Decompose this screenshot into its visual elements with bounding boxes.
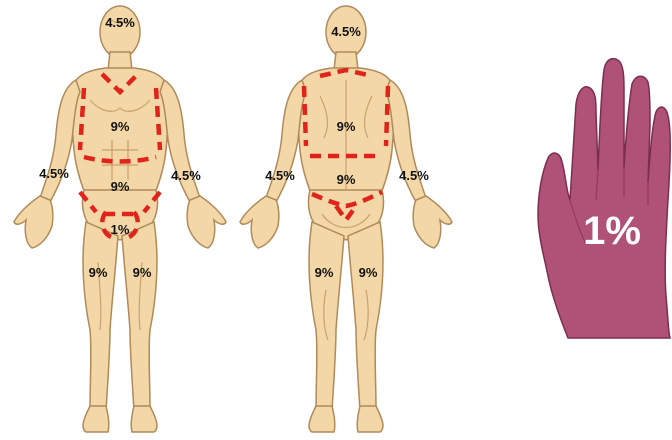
palm-hand-shape [538,59,670,338]
back-right-arm-label: 4.5% [399,168,429,183]
front-left-leg-label: 9% [89,265,108,280]
front-groin-label: 1% [111,222,130,237]
front-right-arm-label: 4.5% [171,168,201,183]
front-left-arm-label: 4.5% [39,166,69,181]
front-chest-label: 9% [111,119,130,134]
back-head-label: 4.5% [331,24,361,39]
back-body-figure: 4.5% 9% 9% 4.5% 4.5% 9% 9% [240,6,452,432]
back-upper-back-label: 9% [337,119,356,134]
front-body-silhouette [14,6,226,432]
front-right-leg-label: 9% [133,265,152,280]
hand-label: 1% [583,209,641,253]
back-left-arm-label: 4.5% [265,168,295,183]
front-head-label: 4.5% [105,15,135,30]
front-abdomen-label: 9% [111,179,130,194]
back-lower-back-label: 9% [337,172,356,187]
palm-hand-figure: 1% [538,59,670,338]
front-body-figure: 4.5% 9% 9% 4.5% 4.5% 1% 9% 9% [14,6,226,432]
back-right-leg-label: 9% [359,265,378,280]
back-left-leg-label: 9% [315,265,334,280]
